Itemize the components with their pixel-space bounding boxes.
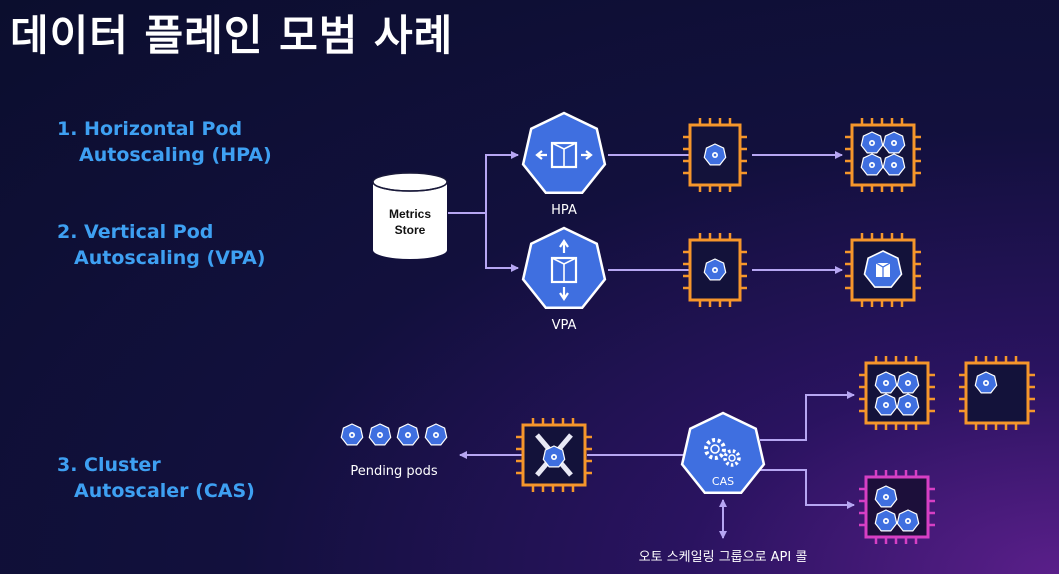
cas-icon: CAS [680,411,766,495]
pending-pods [340,423,448,446]
pending-pod-1 [340,423,364,446]
vpa-line1: 2. Vertical Pod [57,221,214,243]
gear-icon [704,438,726,460]
vpa-icon [521,226,607,310]
hpa-icon [521,111,607,195]
hpa-line2: Autoscaling (HPA) [79,144,272,166]
cas-label: CAS [712,475,734,488]
vpa-scaled-node [845,233,921,307]
cas-extra-node [959,356,1035,430]
cas-full-node [516,418,592,492]
pending-pod-4 [424,423,448,446]
api-call-label: 오토 스케일링 그룹으로 API 콜 [639,550,808,565]
vpa-label: VPA [552,318,577,333]
hpa-label: HPA [551,203,577,218]
metrics-to-hpa-arrow [448,151,519,214]
cas-line1: 3. Cluster [57,454,161,476]
large-pod-icon [863,250,903,288]
connectors [448,151,855,539]
vpa-line2: Autoscaling (VPA) [74,247,266,269]
cas-list-item: 3. Cluster Autoscaler (CAS) [57,452,255,504]
vpa-source-node [683,233,747,307]
hpa-scaled-node [845,118,921,192]
pending-pods-label: Pending pods [350,464,438,479]
cas-magenta-node [859,470,935,544]
vpa-list-item: 2. Vertical Pod Autoscaling (VPA) [57,219,265,271]
metrics-store-icon: Metrics Store [372,172,448,259]
metrics-store-label-1: Metrics [389,207,431,221]
metrics-store-label-2: Store [395,223,426,237]
hpa-list-item: 1. Horizontal Pod Autoscaling (HPA) [57,116,272,168]
cas-to-magenta-node-arrow [760,469,855,509]
hpa-source-node [683,118,747,192]
cas-line2: Autoscaler (CAS) [74,480,255,502]
pending-pod-3 [396,423,420,446]
hpa-line1: 1. Horizontal Pod [57,118,243,140]
cas-to-new-node-arrow [760,391,855,441]
pending-pod-2 [368,423,392,446]
page-title: 데이터 플레인 모범 사례 [10,11,454,60]
cas-new-node [859,356,935,430]
metrics-to-vpa-arrow [485,213,519,272]
